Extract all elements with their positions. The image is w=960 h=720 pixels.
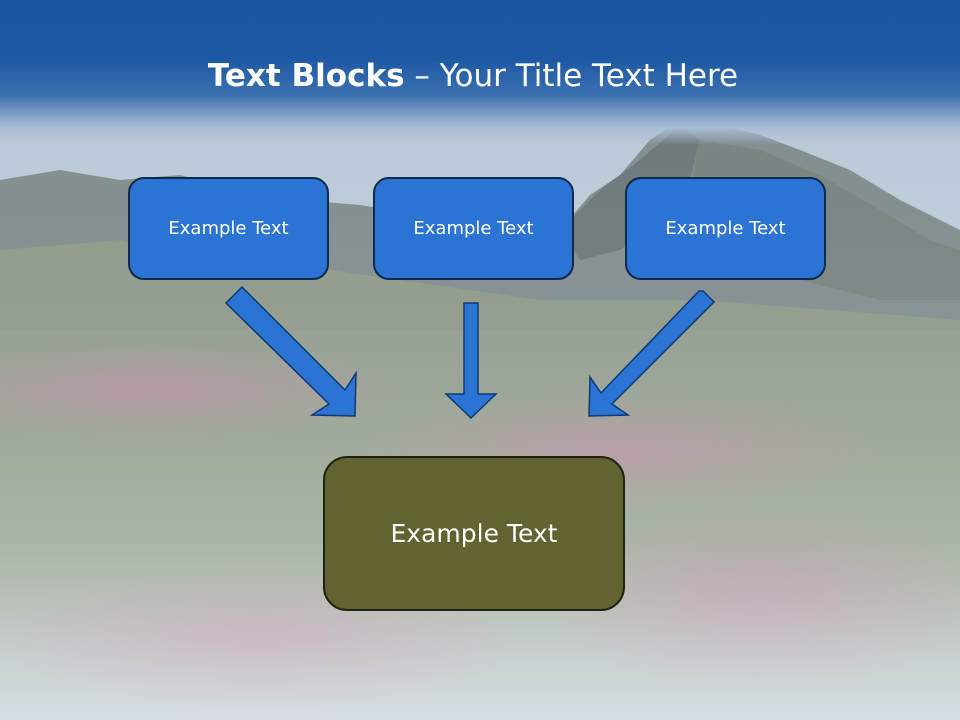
title-separator: – [404,58,440,94]
slide-title: Text Blocks – Your Title Text Here [0,56,946,96]
text-block-2-label: Example Text [413,218,534,239]
arrow-center [444,302,498,420]
title-rest: Your Title Text Here [439,58,739,94]
arrow-left [224,285,357,417]
title-bold: Text Blocks [207,58,405,94]
text-block-3-label: Example Text [665,218,786,239]
text-block-3[interactable]: Example Text [625,177,826,280]
target-text-block[interactable]: Example Text [323,456,625,611]
text-block-1-label: Example Text [168,218,289,239]
text-block-1[interactable]: Example Text [128,177,329,280]
target-text-block-label: Example Text [390,519,558,548]
title-band [0,0,960,145]
text-block-2[interactable]: Example Text [373,177,574,280]
arrow-right [588,290,716,417]
